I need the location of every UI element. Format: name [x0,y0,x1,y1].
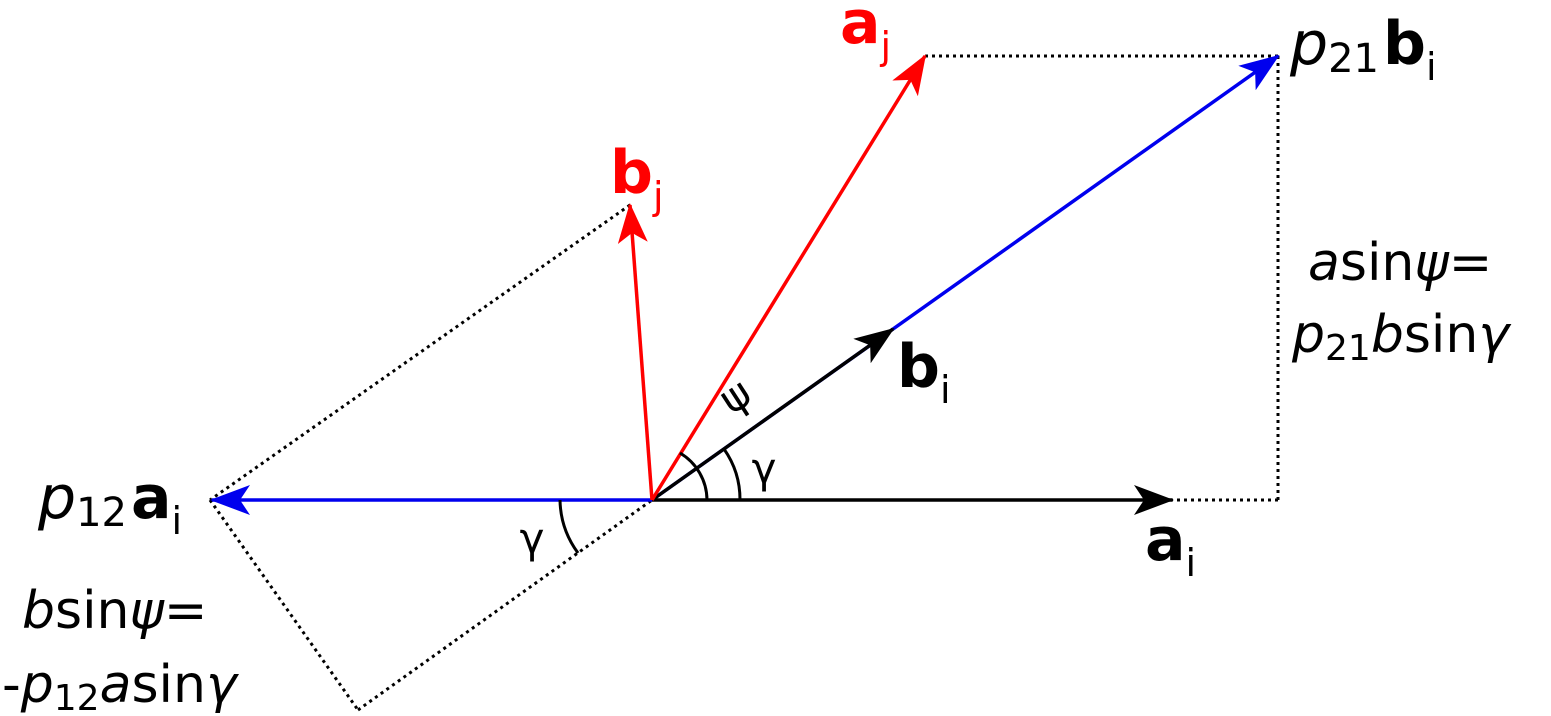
equation-right-line2: p21bsinγ [1291,305,1512,369]
label-aj: aj [840,0,891,68]
equation-right: asinψ= p21bsinγ [1291,233,1512,369]
angle-arc-gamma-right [722,448,742,501]
dotted-line-p12ai-down [208,499,360,711]
vector-bj-arrow [617,203,654,501]
angle-label-gamma-right: γ [752,444,777,493]
angle-arc-gamma-left [558,499,580,554]
label-p12-ai: p12ai [37,463,182,543]
angle-arcs [558,448,742,554]
label-p21-bi: p21bi [1289,9,1437,89]
angle-arc-psi [679,451,709,501]
label-bj: bj [610,138,664,218]
equation-left: bsinψ= -p12asinγ [2,581,240,716]
angle-label-psi: ψ [710,368,760,424]
angle-label-gamma-left: γ [520,514,545,563]
vector-bi-arrow [650,327,895,502]
dotted-line-bj-to-p12ai [209,203,631,502]
dotted-line-bottom-to-origin [357,498,653,712]
equation-left-line2: -p12asinγ [2,655,240,716]
dotted-construction-lines [208,54,1280,712]
equation-left-line1: bsinψ= [22,581,207,641]
label-ai: ai [1145,505,1196,585]
label-bi: bi [897,332,951,412]
vector-aj-arrow [650,54,927,501]
equation-right-line1: asinψ= [1308,233,1492,293]
